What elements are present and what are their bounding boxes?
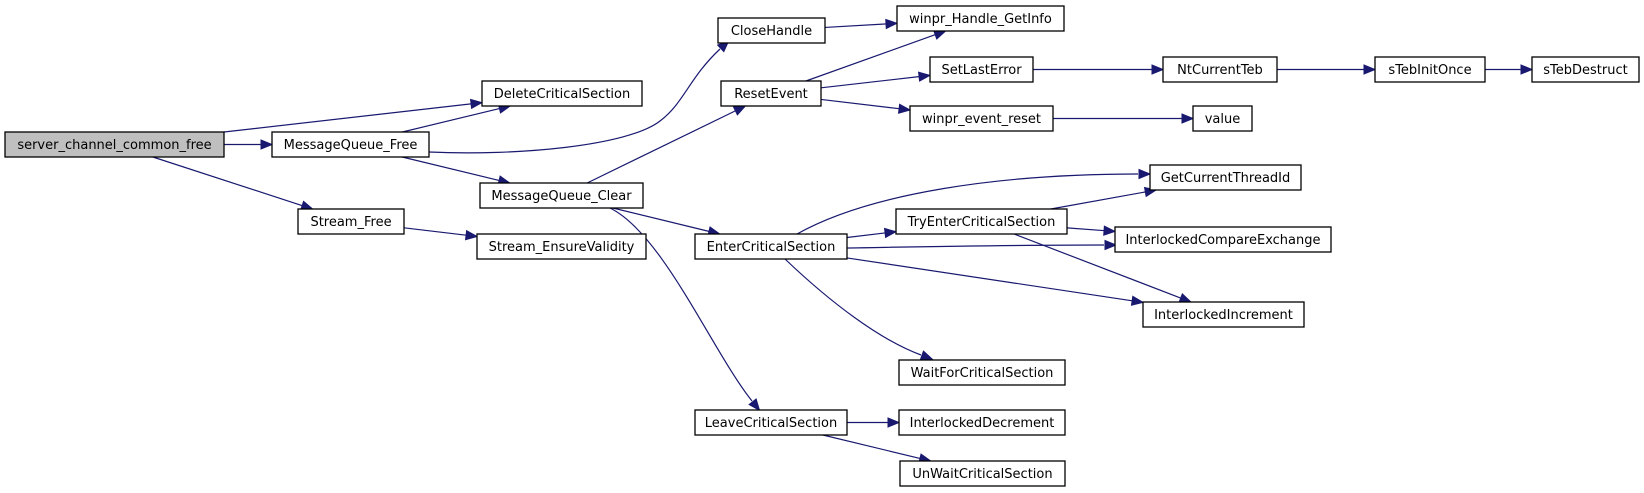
node-server-channel-common-free[interactable]: server_channel_common_free (4, 131, 225, 158)
node-label-stream-ensurevalidity: Stream_EnsureValidity (489, 240, 635, 255)
edge-resetevent-to-winpr-event-reset (820, 98, 912, 114)
node-deletecriticalsection[interactable]: DeleteCriticalSection (481, 80, 643, 107)
node-label-ntcurrentteb: NtCurrentTeb (1177, 63, 1263, 78)
node-label-tryentercriticalsection: TryEnterCriticalSection (907, 215, 1056, 230)
node-interlockedcompareexchange[interactable]: InterlockedCompareExchange (1114, 226, 1332, 253)
edge-entercriticalsection-to-interlockedcompareexchange (846, 239, 1118, 251)
edge-messagequeue-clear-to-entercriticalsection (612, 207, 721, 237)
node-label-winpr-handle-getinfo: winpr_Handle_GetInfo (909, 12, 1052, 27)
edge-server-channel-common-free-to-deletecriticalsection (223, 98, 484, 133)
edge-entercriticalsection-to-tryentercriticalsection (846, 227, 898, 239)
node-label-stebdestruct: sTebDestruct (1543, 63, 1627, 78)
edge-tryentercriticalsection-to-interlockedincrement (1013, 233, 1193, 303)
node-label-interlockedincrement: InterlockedIncrement (1154, 308, 1293, 323)
node-label-interlockedcompareexchange: InterlockedCompareExchange (1125, 233, 1320, 248)
node-label-interlockeddecrement: InterlockedDecrement (910, 416, 1055, 431)
node-resetevent[interactable]: ResetEvent (720, 80, 822, 107)
edge-stebinitonce-to-stebdestruct (1485, 64, 1534, 75)
node-setlasterror[interactable]: SetLastError (929, 56, 1034, 83)
edge-leavecriticalsection-to-interlockeddecrement (847, 417, 901, 428)
edge-stream-free-to-stream-ensurevalidity (403, 227, 479, 241)
edge-closehandle-to-winpr-handle-getinfo (824, 18, 899, 30)
node-messagequeue-clear[interactable]: MessageQueue_Clear (479, 182, 644, 209)
edge-winpr-event-reset-to-value (1053, 113, 1195, 124)
node-label-waitforcriticalsection: WaitForCriticalSection (911, 366, 1054, 381)
node-label-winpr-event-reset: winpr_event_reset (922, 112, 1041, 127)
node-label-stebinitonce: sTebInitOnce (1388, 63, 1471, 78)
edge-ntcurrentteb-to-stebinitonce (1277, 64, 1377, 75)
node-label-unwaitcriticalsection: UnWaitCriticalSection (912, 467, 1052, 482)
node-getcurrentthreadid[interactable]: GetCurrentThreadId (1149, 164, 1302, 191)
node-label-stream-free: Stream_Free (310, 215, 391, 230)
node-winpr-event-reset[interactable]: winpr_event_reset (909, 105, 1054, 132)
node-ntcurrentteb[interactable]: NtCurrentTeb (1162, 56, 1278, 83)
node-label-entercriticalsection: EnterCriticalSection (707, 240, 836, 255)
node-label-closehandle: CloseHandle (731, 24, 812, 39)
edge-messagequeue-free-to-deletecriticalsection (402, 103, 512, 133)
node-waitforcriticalsection[interactable]: WaitForCriticalSection (898, 359, 1066, 386)
call-graph-nodes: server_channel_common_free MessageQueue_F… (4, 5, 1640, 487)
edge-messagequeue-clear-to-leavecriticalsection (609, 207, 761, 412)
edge-entercriticalsection-to-getcurrentthreadid (796, 168, 1152, 235)
node-interlockedincrement[interactable]: InterlockedIncrement (1142, 301, 1305, 328)
edge-entercriticalsection-to-interlockedincrement (846, 257, 1145, 306)
edge-setlasterror-to-ntcurrentteb (1033, 64, 1165, 75)
edge-messagequeue-clear-to-resetevent (586, 105, 747, 184)
node-label-deletecriticalsection: DeleteCriticalSection (494, 87, 630, 102)
node-unwaitcriticalsection[interactable]: UnWaitCriticalSection (899, 460, 1066, 487)
node-tryentercriticalsection[interactable]: TryEnterCriticalSection (895, 208, 1068, 235)
node-messagequeue-free[interactable]: MessageQueue_Free (271, 131, 430, 158)
node-leavecriticalsection[interactable]: LeaveCriticalSection (694, 409, 848, 436)
edge-entercriticalsection-to-waitforcriticalsection (784, 258, 934, 361)
node-label-getcurrentthreadid: GetCurrentThreadId (1161, 171, 1291, 186)
node-label-leavecriticalsection: LeaveCriticalSection (705, 416, 837, 431)
node-label-messagequeue-clear: MessageQueue_Clear (491, 189, 632, 204)
edge-server-channel-common-free-to-stream-free (152, 156, 314, 211)
node-label-setlasterror: SetLastError (941, 63, 1022, 78)
node-label-messagequeue-free: MessageQueue_Free (284, 138, 418, 153)
node-stebdestruct[interactable]: sTebDestruct (1531, 56, 1640, 83)
edge-server-channel-common-free-to-messagequeue-free (224, 139, 274, 150)
node-winpr-handle-getinfo[interactable]: winpr_Handle_GetInfo (896, 5, 1065, 32)
node-stream-ensurevalidity[interactable]: Stream_EnsureValidity (476, 233, 647, 260)
node-stream-free[interactable]: Stream_Free (297, 208, 405, 235)
node-stebinitonce[interactable]: sTebInitOnce (1374, 56, 1486, 83)
node-entercriticalsection[interactable]: EnterCriticalSection (694, 233, 848, 260)
node-interlockeddecrement[interactable]: InterlockedDecrement (898, 409, 1066, 436)
edge-resetevent-to-setlasterror (820, 71, 932, 89)
node-closehandle[interactable]: CloseHandle (717, 17, 826, 44)
edge-tryentercriticalsection-to-getcurrentthreadid (1050, 186, 1158, 210)
node-label-value: value (1205, 112, 1241, 127)
node-label-server-channel-common-free: server_channel_common_free (17, 138, 211, 153)
node-label-resetevent: ResetEvent (734, 87, 808, 102)
edge-messagequeue-free-to-messagequeue-clear (402, 156, 512, 186)
edge-leavecriticalsection-to-unwaitcriticalsection (822, 434, 932, 464)
edge-tryentercriticalsection-to-interlockedcompareexchange (1066, 225, 1117, 236)
node-value[interactable]: value (1192, 105, 1253, 132)
